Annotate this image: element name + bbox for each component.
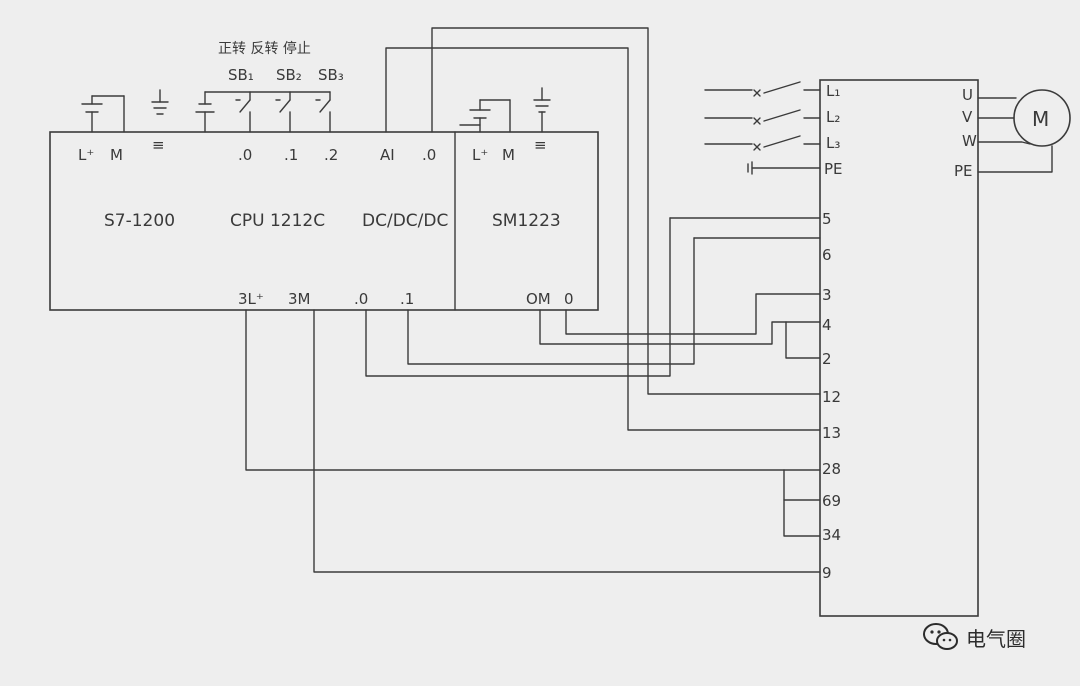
drive-out-v-label: V (962, 108, 973, 126)
sm1223-ground-symbol (533, 87, 551, 133)
control-wiring (245, 27, 821, 573)
plc-ground-symbol (151, 89, 169, 115)
drive-pe-in-label: PE (824, 160, 843, 178)
drive-terminal-3: 3 (822, 286, 832, 304)
plc-power-m-label: M (110, 146, 123, 164)
sm1223-out-ch-label: 0 (564, 290, 574, 308)
button-supply-symbol (195, 91, 331, 133)
drive-terminal-5: 5 (822, 210, 832, 228)
plc-output-1-label: .1 (400, 290, 414, 308)
drive-terminal-12: 12 (822, 388, 841, 406)
plc-ground-label: ≡ (152, 136, 165, 154)
plc-input-2-label: .2 (324, 146, 338, 164)
drive-terminal-2: 2 (822, 350, 832, 368)
watermark: 电气圈 (922, 622, 1026, 652)
drive-terminal-9: 9 (822, 564, 832, 582)
breaker-lines (704, 81, 821, 175)
button-label-sb1: SB₁ (228, 66, 254, 84)
plc-cpu-box (49, 131, 599, 311)
watermark-text: 电气圈 (966, 626, 1026, 651)
drive-out-u-label: U (962, 86, 973, 104)
pushbutton-sb1 (235, 91, 251, 133)
sm1223-power-m-label: M (502, 146, 515, 164)
plc-input-0-label: .0 (238, 146, 252, 164)
drive-terminal-69: 69 (822, 492, 841, 510)
button-label-sb2: SB₂ (276, 66, 302, 84)
plc-analog-ch-label: .0 (422, 146, 436, 164)
plc-analog-in-label: AI (380, 146, 395, 164)
pushbutton-sb2 (275, 91, 291, 133)
drive-terminal-28: 28 (822, 460, 841, 478)
plc-input-1-label: .1 (284, 146, 298, 164)
drive-terminal-4: 4 (822, 316, 832, 334)
plc-supply-type-label: DC/DC/DC (362, 211, 448, 231)
drive-terminal-13: 13 (822, 424, 841, 442)
plc-out-m-label: 3M (288, 290, 311, 308)
motor-symbol (977, 89, 1071, 173)
drive-terminal-6: 6 (822, 246, 832, 264)
drive-l3-label: L₃ (826, 134, 840, 152)
plc-out-common-label: 3L⁺ (238, 290, 264, 308)
plc-power-symbol (81, 95, 125, 133)
sm1223-name-label: SM1223 (492, 211, 561, 231)
motor-label: M (1032, 107, 1049, 131)
plc-output-0-label: .0 (354, 290, 368, 308)
drive-l1-label: L₁ (826, 82, 840, 100)
drive-l2-label: L₂ (826, 108, 840, 126)
button-label-sb3: SB₃ (318, 66, 344, 84)
sm1223-out-com-label: OM (526, 290, 551, 308)
sm1223-power-symbol (459, 99, 511, 133)
drive-out-w-label: W (962, 132, 977, 150)
drive-terminal-34: 34 (822, 526, 841, 544)
drive-box (819, 79, 979, 617)
sm1223-ground-label: ≡ (534, 136, 547, 154)
wechat-icon (923, 623, 958, 650)
plc-power-l-label: L⁺ (78, 146, 94, 164)
drive-pe-out-label: PE (954, 162, 973, 180)
plc-cpu-label: CPU 1212C (230, 211, 325, 231)
buttons-header: 正转 反转 停止 (218, 40, 311, 57)
sm1223-power-l-label: L⁺ (472, 146, 488, 164)
pushbutton-sb3 (315, 91, 331, 133)
plc-model-label: S7-1200 (104, 211, 175, 231)
